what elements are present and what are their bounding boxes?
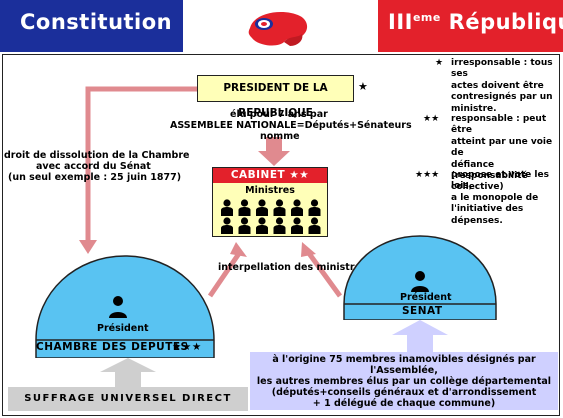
minister-head [240, 199, 249, 207]
minister-body [291, 225, 303, 234]
minister-head [293, 199, 301, 207]
minister-body [221, 225, 233, 234]
header-blue-band [0, 0, 183, 52]
senat-info-line2: les autres membres élus par un collège d… [256, 376, 552, 387]
phrygian-cap-icon [248, 12, 308, 46]
nomme-label: nomme [260, 131, 300, 142]
note-2-text: responsable : peut être atteint par une … [451, 114, 559, 194]
minister-body [238, 225, 251, 234]
chambre-president-label: Président [97, 323, 149, 334]
note-1-stars: ★ [435, 58, 444, 68]
interpellation-arrow-senat [305, 250, 343, 298]
minister-head [275, 217, 284, 225]
cabinet-title: CABINET ★★ [213, 168, 327, 183]
header-right-suffix: République [448, 10, 563, 34]
senat-label: SENAT [402, 305, 443, 317]
senat-info-line3: (députés+conseils généraux et d'arrondis… [271, 387, 537, 398]
note-1-text: irresponsable : tous ses actes doivent ê… [451, 58, 559, 115]
election-line1: élu pour 7 ans par [230, 109, 328, 120]
dissolution-line3: (un seul exemple : 25 juin 1877) [8, 172, 182, 183]
cabinet-box: CABINET ★★ Ministres [212, 167, 328, 237]
header-left-title: Constitution [20, 10, 173, 34]
interpellation-arrowhead-senat [301, 242, 316, 257]
note-3-stars: ★★★ [415, 170, 440, 180]
note-1-line: actes doivent être [451, 80, 544, 91]
notes-panel: ★ irresponsable : tous ses actes doivent… [415, 58, 559, 226]
minister-head [223, 199, 231, 207]
minister-body [256, 207, 268, 216]
header-right-title: IIIeme République [388, 10, 563, 34]
minister-body [238, 207, 251, 216]
senat-info-box: à l'origine 75 membres inamovibles désig… [250, 352, 558, 410]
minister-head [258, 217, 266, 225]
ministers-icon [221, 199, 321, 234]
senat-president-label: Président [400, 292, 452, 303]
note-3: ★★★ propose et vote les lois, a le monop… [415, 170, 559, 226]
chambre-label: CHAMBRE DES DEPUTES [36, 341, 189, 353]
note-3-text: propose et vote les lois, a le monopole … [451, 170, 559, 227]
note-2-line: défiance (responsabilité [451, 159, 528, 182]
dissolution-line1: droit de dissolution de la Chambre [4, 150, 190, 161]
minister-head [240, 217, 249, 225]
minister-head [310, 199, 319, 207]
note-2-line: atteint par une voie de [451, 136, 553, 159]
cabinet-subtitle: Ministres [245, 185, 295, 196]
note-1-line: irresponsable : tous ses [451, 58, 553, 80]
note-2-line: collective) [451, 182, 504, 193]
note-2-line: responsable : peut être [451, 114, 547, 136]
note-1: ★ irresponsable : tous ses actes doivent… [423, 58, 559, 114]
note-3-line: propose et vote les lois, [451, 170, 549, 192]
interpellation-label: interpellation des ministres [218, 262, 367, 273]
minister-head [275, 199, 284, 207]
suffrage-bar: SUFFRAGE UNIVERSEL DIRECT [8, 387, 248, 411]
note-2-stars: ★★ [423, 114, 440, 124]
interpellation-arrowhead-chambre [230, 242, 247, 257]
senat-info-arrow-shaft [407, 335, 433, 352]
chambre-hemicycle [35, 255, 215, 358]
president-star: ★ [358, 80, 368, 93]
nomme-arrow-head [258, 151, 290, 166]
minister-body [273, 207, 286, 216]
interpellation-arrow-chambre [207, 250, 243, 298]
senat-info-arrow-head [392, 320, 448, 335]
suffrage-arrow-head [100, 358, 156, 372]
president-box: PRESIDENT DE LA REPUBLIQUE [197, 75, 354, 119]
chambre-president-person-icon [109, 296, 127, 318]
header-right-sup: eme [412, 11, 441, 24]
chambre-stars: ★★★ [172, 341, 202, 353]
minister-body [221, 207, 233, 216]
suffrage-arrow-shaft [115, 372, 141, 388]
minister-body [273, 225, 286, 234]
header-red-band [378, 0, 563, 52]
note-2: ★★ responsable : peut être atteint par u… [423, 114, 559, 192]
minister-body [291, 207, 303, 216]
minister-body [256, 225, 268, 234]
minister-body [308, 207, 321, 216]
minister-head [223, 217, 231, 225]
minister-head [310, 217, 319, 225]
dissolution-line2: avec accord du Sénat [36, 161, 151, 172]
dissolution-arrow-head [79, 240, 97, 254]
dissolution-arrow-line [85, 86, 197, 240]
note-1-line: ministre. [451, 103, 497, 114]
nomme-arrow-shaft [266, 137, 282, 151]
note-3-line: a le monopole de [451, 192, 539, 203]
diagram-frame [2, 54, 560, 416]
election-line2: ASSEMBLEE NATIONALE=Députés+Sénateurs [170, 120, 412, 131]
note-1-line: contresignés par un [451, 92, 553, 103]
senat-info-line4: + 1 délégué de chaque commune) [312, 398, 496, 409]
senat-info-line1: à l'origine 75 membres inamovibles désig… [272, 354, 536, 376]
senat-hemicycle [343, 235, 497, 320]
note-3-line: l'initiative des dépenses. [451, 204, 524, 226]
minister-body [308, 225, 321, 234]
header-right-prefix: III [388, 10, 413, 34]
president-label: PRESIDENT DE LA REPUBLIQUE [223, 82, 328, 119]
minister-head [258, 199, 266, 207]
senat-president-person-icon [411, 271, 429, 292]
minister-head [293, 217, 301, 225]
